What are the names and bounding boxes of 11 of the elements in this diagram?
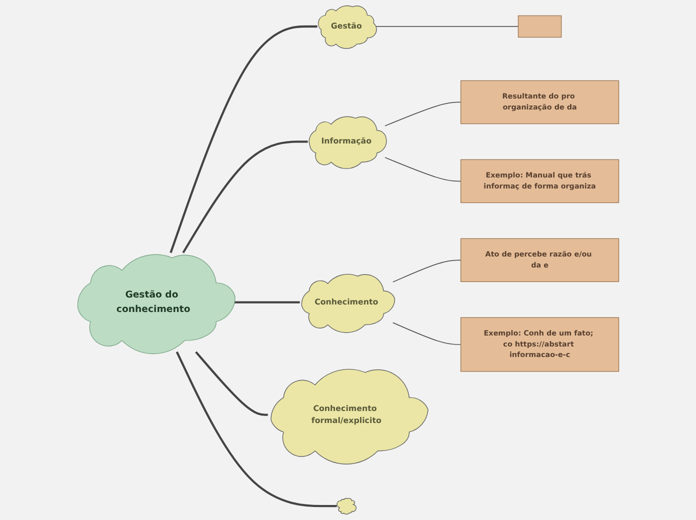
connector [384, 102, 461, 126]
connector [384, 157, 461, 182]
node-cloud [336, 498, 356, 515]
connector [392, 322, 461, 345]
connector [392, 260, 461, 282]
connector [374, 26, 518, 27]
connector [176, 351, 337, 508]
connector [194, 351, 268, 416]
connector [169, 25, 318, 254]
node-box [518, 15, 562, 38]
connector [182, 140, 308, 254]
